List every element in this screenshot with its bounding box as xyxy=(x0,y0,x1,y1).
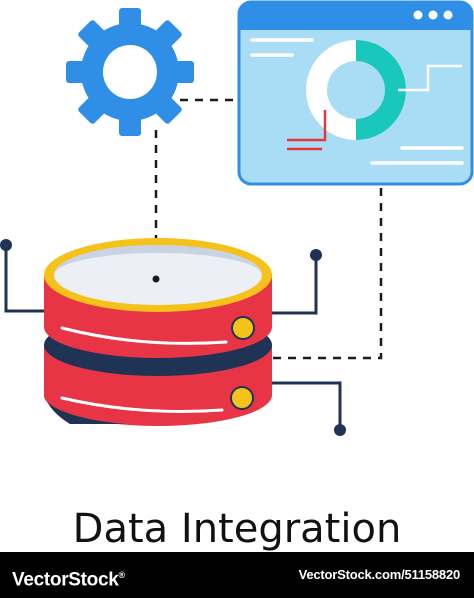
circuit-node xyxy=(334,424,346,436)
gear-icon xyxy=(66,8,194,136)
circuit-node xyxy=(310,249,322,261)
browser-window-icon xyxy=(237,0,474,186)
window-control-dot xyxy=(428,10,438,20)
donut-chart-icon xyxy=(306,40,406,140)
page-title: Data Integration xyxy=(72,506,402,552)
watermark-stock-id: VectorStock.com/51158820 xyxy=(298,567,461,582)
circuit-lines xyxy=(4,245,342,428)
registered-mark: ® xyxy=(118,570,126,580)
watermark-brand: VectorStock® xyxy=(12,552,125,598)
window-control-dot xyxy=(443,10,453,20)
circuit-node xyxy=(0,239,12,251)
data-integration-illustration xyxy=(0,0,474,436)
dashed-connectors xyxy=(154,98,383,360)
status-light xyxy=(231,316,255,340)
watermark-brand-text: VectorStock xyxy=(12,569,119,591)
connector-window-to-database xyxy=(272,188,383,360)
watermark-bar: VectorStock® VectorStock.com/51158820 xyxy=(0,552,474,598)
connector-endpoint xyxy=(152,275,160,283)
status-light xyxy=(230,386,254,410)
window-control-dot xyxy=(413,10,423,20)
database-icon xyxy=(44,238,272,426)
